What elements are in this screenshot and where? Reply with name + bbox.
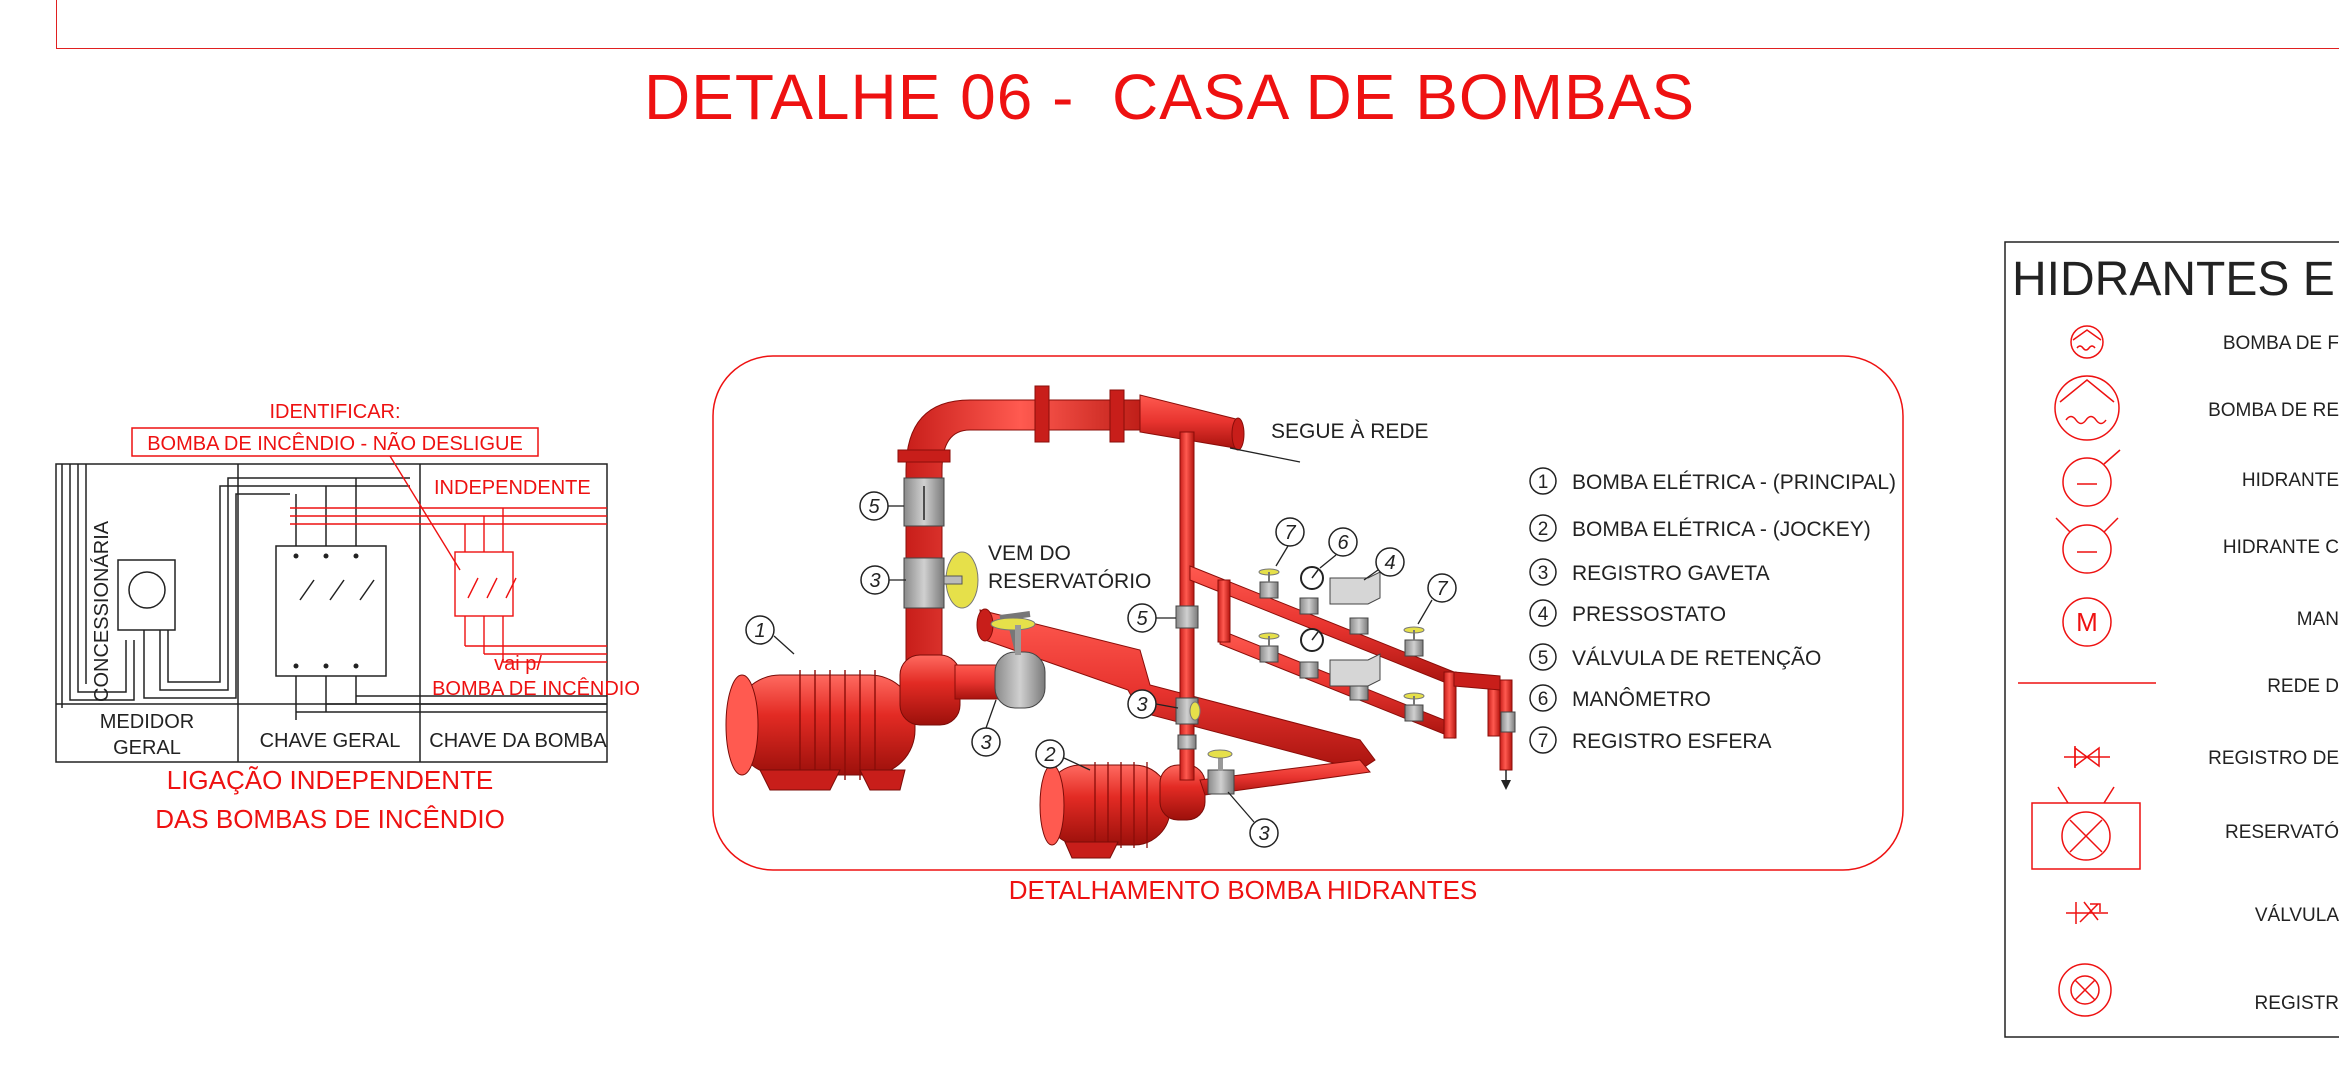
legend-label-3: REGISTRO GAVETA [1572, 562, 1770, 585]
manometer-symbol-letter: M [2076, 607, 2098, 637]
symbol-legend: HIDRANTES E MA [2004, 241, 2339, 1038]
meter-line2: GERAL [113, 737, 181, 759]
reservoir-icon [2031, 786, 2141, 870]
symbol-label-4: HIDRANTE C [2223, 537, 2339, 558]
callout-3a: 3 [980, 732, 991, 754]
identify-label: IDENTIFICAR: [269, 401, 400, 423]
pump-detail-frame [712, 355, 1904, 871]
symbol-label-7: REGISTRO DE [2208, 748, 2339, 769]
identify-sign-text: BOMBA DE INCÊNDIO - NÃO DESLIGUE [147, 431, 523, 455]
symbol-label-6: REDE D [2267, 676, 2339, 697]
symbol-label-9: VÁLVULA [2255, 905, 2339, 926]
legend-num-2: 2 [1538, 519, 1549, 540]
callout-6: 6 [1337, 532, 1349, 554]
legend-label-7: REGISTRO ESFERA [1572, 730, 1772, 753]
legend-label-6: MANÔMETRO [1572, 688, 1711, 711]
check-valve-icon [2066, 901, 2108, 924]
callout-4: 4 [1384, 552, 1395, 574]
wiring-caption-line2: DAS BOMBAS DE INCÊNDIO [155, 804, 505, 834]
callout-3d: 3 [869, 570, 880, 592]
suction-pipe [979, 609, 1376, 771]
manometer-icon [2062, 597, 2112, 647]
concession-label: CONCESSIONÁRIA [90, 520, 113, 702]
to-pump-line1: vai p/ [494, 653, 542, 675]
callout-5a: 5 [868, 496, 880, 518]
main-switch-label: CHAVE GERAL [260, 730, 401, 752]
callout-7b: 7 [1436, 578, 1448, 600]
component-legend: 1 2 3 4 5 6 7 BOMBA ELÉTRICA - (PRINCIPA… [1529, 467, 1896, 754]
pump-large-icon [2054, 375, 2120, 441]
legend-num-3: 3 [1538, 563, 1549, 584]
legend-label-4: PRESSOSTATO [1572, 603, 1726, 626]
legend-num-5: 5 [1538, 648, 1549, 669]
wiring-diagram: IDENTIFICAR: BOMBA DE INCÊNDIO - NÃO DES… [55, 401, 640, 834]
ball-valve-icon [2058, 963, 2112, 1017]
main-pump [725, 654, 961, 791]
hydrant-single-icon [2062, 449, 2121, 507]
panel-frame [55, 463, 608, 763]
to-pump-line2: BOMBA DE INCÊNDIO [432, 677, 640, 700]
callout-5b: 5 [1136, 608, 1148, 630]
symbol-label-2: BOMBA DE RE [2208, 400, 2339, 421]
wiring-caption-line1: LIGAÇÃO INDEPENDENTE [167, 765, 494, 795]
jockey-pump [1039, 762, 1206, 859]
gate-valve-icon [2064, 746, 2110, 768]
from-reservoir-line2: RESERVATÓRIO [988, 570, 1151, 593]
symbol-label-10: REGISTR [2255, 993, 2339, 1014]
pump-detail: 1 2 3 3 3 3 4 5 5 6 7 7 SEGUE À REDE VEM… [712, 355, 1904, 905]
symbol-legend-frame [2004, 241, 2339, 1038]
callout-1: 1 [754, 620, 765, 642]
symbol-label-8: RESERVATÓ [2225, 821, 2339, 843]
identify-sign-box [131, 427, 539, 457]
callout-3b: 3 [1136, 694, 1147, 716]
callout-3c: 3 [1258, 823, 1269, 845]
pump-switch-label: CHAVE DA BOMBA [429, 730, 607, 752]
symbol-label-1: BOMBA DE F [2223, 333, 2339, 354]
pump-small-icon [2070, 325, 2104, 359]
page-title: DETALHE 06 - CASA DE BOMBAS [643, 61, 1696, 133]
title-block-frame [56, 0, 2339, 49]
symbol-label-3: HIDRANTE [2242, 470, 2339, 491]
legend-num-4: 4 [1538, 604, 1549, 625]
legend-num-1: 1 [1538, 472, 1549, 493]
to-network-label: SEGUE À REDE [1271, 420, 1429, 443]
legend-label-5: VÁLVULA DE RETENÇÃO [1572, 646, 1821, 670]
legend-label-2: BOMBA ELÉTRICA - (JOCKEY) [1572, 518, 1871, 541]
symbol-legend-header: HIDRANTES E MA [2012, 253, 2339, 306]
callout-7a: 7 [1284, 522, 1296, 544]
legend-label-1: BOMBA ELÉTRICA - (PRINCIPAL) [1572, 471, 1896, 494]
legend-num-6: 6 [1538, 689, 1549, 710]
callout-2: 2 [1043, 744, 1055, 766]
hydrant-double-icon [2055, 517, 2119, 574]
pump-detail-caption: DETALHAMENTO BOMBA HIDRANTES [1009, 875, 1478, 905]
symbol-label-5: MAN [2297, 609, 2339, 630]
independent-label: INDEPENDENTE [434, 477, 591, 499]
pressostat-branch [1189, 565, 1516, 790]
legend-num-7: 7 [1538, 731, 1549, 752]
from-reservoir-line1: VEM DO [988, 542, 1071, 565]
meter-line1: MEDIDOR [100, 711, 194, 733]
